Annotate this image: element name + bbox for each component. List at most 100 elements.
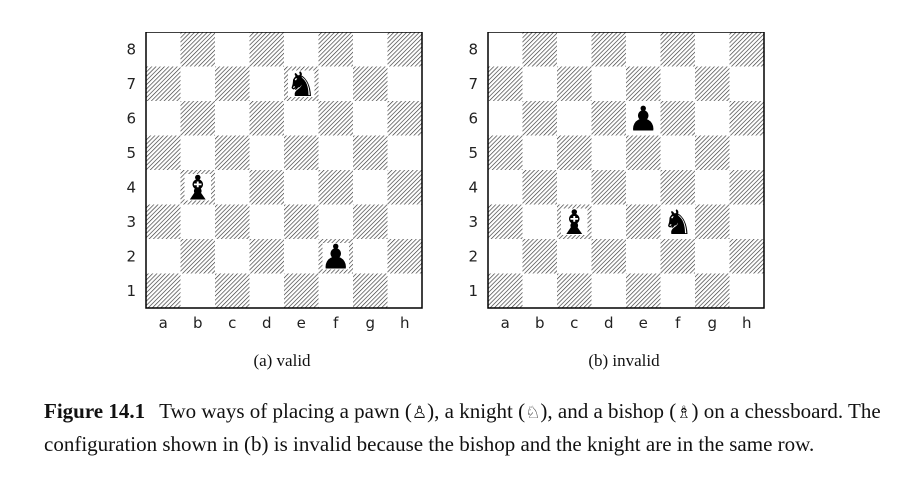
square-e8	[626, 32, 661, 67]
square-g4	[353, 170, 388, 205]
rank-label: 1	[126, 282, 136, 300]
square-d7	[249, 66, 284, 101]
square-f5	[660, 135, 695, 170]
square-b5	[180, 135, 215, 170]
square-a7	[488, 66, 523, 101]
square-g6	[353, 101, 388, 136]
square-h8	[729, 32, 764, 67]
square-g5	[695, 135, 730, 170]
rank-label: 2	[468, 247, 478, 265]
square-c4	[557, 170, 592, 205]
square-c2	[215, 239, 250, 274]
rank-label: 6	[126, 109, 136, 127]
rank-label: 2	[126, 247, 136, 265]
square-f8	[318, 32, 353, 67]
square-b6	[180, 101, 215, 136]
rank-label: 7	[468, 75, 478, 93]
knight-icon: ♘	[525, 403, 541, 423]
square-g7	[353, 66, 388, 101]
square-d2	[591, 239, 626, 274]
square-h1	[387, 273, 422, 308]
square-e2	[284, 239, 319, 274]
square-f6	[318, 101, 353, 136]
square-b6	[522, 101, 557, 136]
subcaption-valid: (a) valid	[253, 351, 311, 370]
square-e5	[284, 135, 319, 170]
square-a8	[146, 32, 181, 67]
bishop-icon: ♗	[676, 403, 692, 423]
pawn-icon: ♟	[628, 99, 658, 139]
file-label: h	[742, 314, 752, 332]
square-f1	[318, 273, 353, 308]
square-d6	[591, 101, 626, 136]
square-e1	[284, 273, 319, 308]
square-h3	[387, 204, 422, 239]
square-b8	[522, 32, 557, 67]
square-c5	[215, 135, 250, 170]
square-a2	[146, 239, 181, 274]
square-g6	[695, 101, 730, 136]
pawn-icon: ♟	[321, 237, 351, 277]
square-f4	[660, 170, 695, 205]
square-b7	[180, 66, 215, 101]
square-a1	[488, 273, 523, 308]
subcaption-invalid: (b) invalid	[588, 351, 660, 370]
square-h3	[729, 204, 764, 239]
rank-label: 7	[126, 75, 136, 93]
knight-icon: ♞	[663, 203, 693, 243]
rank-label: 3	[468, 213, 478, 231]
pawn-backdrop	[322, 243, 349, 270]
file-label: d	[604, 314, 614, 332]
square-a5	[146, 135, 181, 170]
square-b4	[522, 170, 557, 205]
square-d1	[591, 273, 626, 308]
square-c6	[215, 101, 250, 136]
knight-backdrop	[664, 208, 691, 235]
square-c1	[557, 273, 592, 308]
square-g8	[353, 32, 388, 67]
file-label: f	[333, 314, 339, 332]
square-e3	[284, 204, 319, 239]
square-e4	[626, 170, 661, 205]
square-h5	[387, 135, 422, 170]
rank-label: 8	[468, 40, 478, 58]
square-h8	[387, 32, 422, 67]
square-g3	[353, 204, 388, 239]
square-e6	[284, 101, 319, 136]
square-f2	[660, 239, 695, 274]
square-h7	[387, 66, 422, 101]
square-g4	[695, 170, 730, 205]
square-a2	[488, 239, 523, 274]
square-e1	[626, 273, 661, 308]
square-g1	[353, 273, 388, 308]
square-g3	[695, 204, 730, 239]
square-c3	[215, 204, 250, 239]
file-label: e	[297, 314, 306, 332]
square-f8	[660, 32, 695, 67]
square-c1	[215, 273, 250, 308]
rank-label: 4	[468, 178, 478, 196]
file-label: h	[400, 314, 410, 332]
square-c7	[215, 66, 250, 101]
square-b3	[522, 204, 557, 239]
square-h1	[729, 273, 764, 308]
square-c6	[557, 101, 592, 136]
file-label: a	[159, 314, 168, 332]
square-c5	[557, 135, 592, 170]
square-c8	[557, 32, 592, 67]
square-a3	[146, 204, 181, 239]
square-f5	[318, 135, 353, 170]
file-label: f	[675, 314, 681, 332]
caption-text-3: ), and a bishop (	[540, 399, 677, 423]
square-b1	[522, 273, 557, 308]
caption-text-4: ) on a chessboard. The configuration sho…	[44, 399, 881, 456]
square-h7	[729, 66, 764, 101]
square-d6	[249, 101, 284, 136]
square-h2	[729, 239, 764, 274]
square-a8	[488, 32, 523, 67]
